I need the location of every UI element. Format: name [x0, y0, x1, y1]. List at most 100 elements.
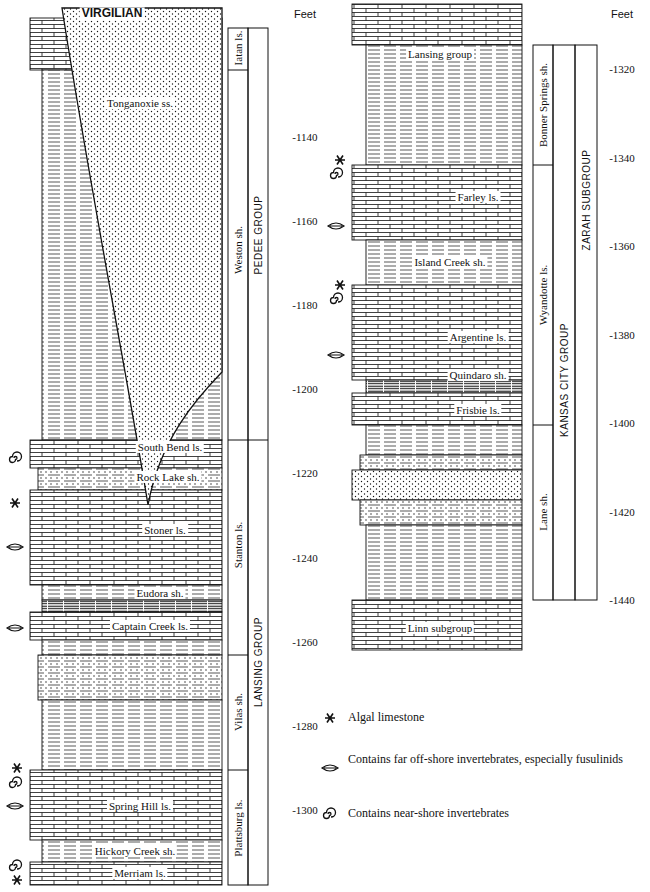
unit-ground — [42, 700, 222, 770]
legend-text: Algal limestone — [348, 710, 628, 725]
rock-unit — [38, 655, 222, 700]
depth-number: -1200 — [292, 383, 318, 395]
unit-ground — [366, 525, 522, 600]
depth-number: -1300 — [292, 804, 318, 816]
unit-label: Argentine ls. — [448, 331, 509, 343]
nearshore-symbol — [10, 452, 22, 463]
unit-ground — [30, 440, 222, 468]
group-label: LANSING GROUP — [253, 617, 264, 707]
rock-unit — [360, 500, 522, 525]
algal-symbol — [335, 156, 345, 165]
rock-unit — [352, 600, 522, 650]
axis-unit: Feet — [294, 8, 316, 20]
depth-number: -1260 — [292, 636, 318, 648]
unit-ground — [42, 600, 222, 612]
group-label: ZARAH SUBGROUP — [581, 150, 592, 251]
depth-number: -1280 — [292, 720, 318, 732]
formation-label: Bonner Springs sh. — [537, 63, 549, 147]
legend-text: Contains near-shore invertebrates — [348, 806, 628, 821]
unit-ground — [30, 862, 222, 885]
formation-label: Plattsburg ls. — [232, 799, 244, 856]
rock-unit — [366, 380, 522, 393]
depth-number: -1360 — [609, 240, 635, 252]
depth-number: -1400 — [609, 417, 635, 429]
algal-symbol — [325, 714, 335, 723]
unit-ground — [360, 500, 522, 525]
rock-unit — [42, 600, 222, 612]
unit-label: Hickory Creek sh. — [93, 845, 177, 857]
unit-label: Tonganoxie ss. — [105, 97, 175, 109]
formation-label: Iatan ls. — [232, 31, 244, 66]
unit-ground — [30, 490, 222, 585]
depth-number: -1140 — [292, 131, 317, 143]
rock-unit — [360, 455, 522, 470]
axis-unit: Feet — [611, 8, 633, 20]
group-label: KANSAS CITY GROUP — [559, 323, 570, 437]
depth-number: -1240 — [292, 551, 318, 563]
formation-label: Stanton ls. — [232, 522, 244, 568]
fusulinid-symbol — [7, 803, 23, 809]
rock-unit — [30, 612, 222, 640]
unit-label: Quindaro sh. — [448, 369, 509, 381]
unit-label: Linn subgroup — [406, 622, 474, 634]
unit-label: Merriam ls. — [112, 867, 167, 879]
depth-number: -1420 — [609, 505, 635, 517]
channel-ground — [62, 8, 222, 505]
unit-label: Stoner ls. — [142, 524, 188, 536]
unit-ground — [352, 470, 522, 500]
formation-label: Weston sh. — [232, 226, 244, 274]
rock-unit — [366, 425, 522, 455]
bar-ticks — [533, 165, 553, 425]
rock-unit — [30, 440, 222, 468]
unit-ground — [366, 45, 522, 165]
fusulinid-symbol — [322, 765, 338, 771]
formation-label: Vilas sh. — [232, 693, 244, 731]
rock-unit — [352, 285, 522, 380]
subgroup-bar — [575, 45, 597, 600]
unit-ground — [366, 240, 522, 285]
unit-label: Frisbie ls. — [454, 404, 501, 416]
fusulinid-symbol — [328, 223, 344, 229]
unit-ground — [42, 840, 222, 862]
fusulinid-symbol — [7, 544, 23, 550]
depth-number: -1340 — [609, 151, 635, 163]
sandstone-channel — [62, 8, 222, 505]
nearshore-symbol — [331, 168, 343, 179]
unit-label: South Bend ls. — [136, 441, 204, 453]
period-label: VIRGILIAN — [80, 7, 145, 20]
depth-number: -1220 — [292, 467, 318, 479]
unit-label: Farley ls. — [456, 191, 501, 203]
rock-unit — [366, 240, 522, 285]
unit-ground — [30, 770, 222, 840]
unit-ground — [352, 4, 522, 45]
rock-unit — [30, 862, 222, 885]
unit-ground — [352, 393, 522, 425]
rock-unit — [352, 470, 522, 500]
algal-symbol — [12, 764, 22, 773]
legend-text: Contains far off-shore invertebrates, es… — [348, 752, 628, 767]
rock-unit — [42, 840, 222, 862]
unit-label: Eudora sh. — [134, 587, 185, 599]
rock-unit — [42, 640, 222, 655]
unit-ground — [38, 655, 222, 700]
rock-unit — [352, 393, 522, 425]
formation-label: Lane sh. — [537, 493, 549, 530]
rock-unit — [42, 700, 222, 770]
unit-ground — [38, 468, 222, 490]
algal-symbol — [12, 876, 22, 885]
unit-ground — [352, 600, 522, 650]
rock-unit — [38, 468, 222, 490]
group-bar — [248, 28, 268, 885]
unit-label: Island Creek sh. — [412, 256, 487, 268]
depth-number: -1180 — [292, 299, 317, 311]
unit-ground — [360, 455, 522, 470]
depth-number: -1320 — [609, 63, 635, 75]
nearshore-symbol — [324, 808, 336, 819]
unit-label: Captain Creek ls. — [110, 620, 190, 632]
group-label: PEDEE GROUP — [253, 196, 264, 275]
unit-label: Lansing group — [406, 48, 474, 60]
nearshore-symbol — [10, 860, 22, 871]
unit-ground — [42, 640, 222, 655]
